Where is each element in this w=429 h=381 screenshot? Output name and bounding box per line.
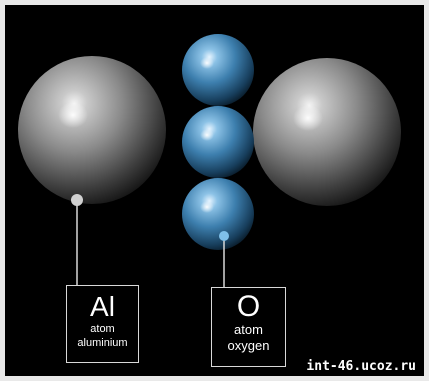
- aluminium-label-line2: aluminium: [77, 337, 128, 349]
- aluminium-atom-left: [18, 56, 166, 204]
- oxygen-atom-top: [182, 34, 254, 106]
- aluminium-atom-right: [253, 58, 401, 206]
- oxygen-atom-bottom: [182, 178, 254, 250]
- oxygen-symbol: O: [236, 290, 261, 323]
- oxygen-pointer-dot: [219, 231, 229, 241]
- molecule-illustration: [18, 34, 401, 287]
- site-watermark: int-46.ucoz.ru: [306, 359, 416, 374]
- aluminium-label-box: Al atom aluminium: [66, 285, 139, 363]
- oxygen-atom-middle: [182, 106, 254, 178]
- diagram-frame: Al atom aluminium O atom oxygen int-46.u…: [5, 5, 424, 376]
- aluminium-label-line1: atom: [90, 323, 115, 335]
- oxygen-label-line1: atom: [234, 322, 263, 337]
- oxygen-label-box: O atom oxygen: [211, 287, 286, 367]
- aluminium-pointer-dot: [71, 194, 83, 206]
- oxygen-label-line2: oxygen: [227, 338, 270, 353]
- aluminium-symbol: Al: [90, 291, 115, 322]
